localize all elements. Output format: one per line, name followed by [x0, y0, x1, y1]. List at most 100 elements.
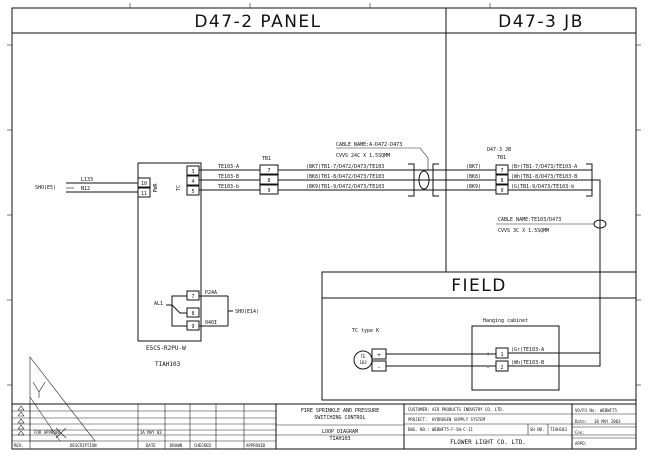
- hanging-cabinet: [471, 325, 560, 391]
- al-wire-040i: 040I: [205, 320, 217, 326]
- customer-label: CUSTOMER:: [408, 407, 430, 412]
- te-pin-minus-label: -: [377, 364, 381, 371]
- edge-ruler-ticks: [7, 3, 641, 386]
- sheet-no-label: SH NO.: [530, 427, 544, 432]
- tb1-terminal-9-label: 9: [267, 188, 270, 194]
- jb-terminal-9-label: 9: [500, 188, 503, 194]
- input-wire-n: N12: [81, 186, 90, 192]
- tc-type-label: TC type K: [352, 328, 379, 334]
- tb1-wire-7-label: (BK7)TB1-7/D472/D473/TE103: [306, 164, 384, 170]
- rev-triangle-icon: [17, 411, 25, 417]
- drawn-col-label: DRAWN: [170, 443, 183, 448]
- tb1-label: TB1: [262, 156, 271, 162]
- cable-2-spec: CVVS 3C X 1.5SQMM: [498, 228, 549, 234]
- te-pin-plus-label: +: [377, 352, 381, 359]
- tb1-terminal-8-label: 8: [267, 178, 270, 184]
- sheet-date: 18 MAY 2003: [594, 419, 621, 424]
- customer-name: AIR PRODUCTS INDUSTRY CO. LTD.: [432, 407, 504, 412]
- al-relay-contact-top: [166, 295, 187, 306]
- tb1-terminal-7-label: 7: [267, 168, 270, 174]
- rev-triangle-icon: [17, 405, 25, 411]
- dwg-number: WEBWF75-F-SH-C-11: [432, 427, 474, 432]
- module-name: E5CS-R2PU-W: [146, 345, 186, 352]
- cabinet-sign-minus: -: [486, 364, 490, 371]
- rev-triangle-icon: [17, 418, 25, 424]
- loop-tag: TIAH103: [329, 436, 350, 442]
- sheet-border: [11, 7, 637, 450]
- cable-1-leader: [336, 147, 429, 171]
- module-terminal-10: [137, 177, 151, 188]
- module-terminal-10-label: 10: [141, 181, 147, 187]
- rev-triangle-icon: [17, 430, 25, 436]
- jb-terminal-7-label: 7: [500, 168, 503, 174]
- al-destination: SHO(E14): [235, 309, 259, 315]
- jb-left-wire-8: (BK8): [466, 174, 481, 180]
- jb-right-wire-9: (G)TB1-9/D473/TE103-b: [511, 184, 574, 190]
- revision-triangles: [17, 405, 25, 436]
- jb-tb-label: TB1: [497, 155, 506, 161]
- field-header: FIELD: [451, 276, 507, 296]
- al-terminal-7-label: 7: [191, 294, 194, 300]
- al-relay-contact-bottom: [171, 305, 187, 327]
- panel-cable-bracket: [408, 163, 415, 197]
- checked-col-label: CHECKED: [194, 443, 211, 448]
- jb-terminal-8-label: 8: [500, 178, 503, 184]
- jb-to-field-cable: [592, 179, 601, 352]
- module-tag: TIAH103: [155, 361, 181, 368]
- module-terminal-11: [137, 187, 151, 198]
- input-wire-l: L133: [81, 177, 93, 183]
- cabinet-sign-plus: +: [486, 351, 490, 358]
- project-label: PROJECT:: [408, 417, 427, 422]
- module-output-b2: TE103-b: [218, 184, 239, 190]
- al-terminal-8-label: 8: [191, 311, 194, 317]
- al-wire-p24a: P24A: [205, 290, 217, 296]
- module-terminal-11-label: 11: [141, 191, 147, 197]
- te-label: TE: [361, 354, 366, 359]
- con-label: Con:: [575, 430, 585, 435]
- tb1-wire-8-label: (BK8)TB1-8/D472/D473/TE103: [306, 174, 384, 180]
- cable-2-name: CABLE NAME:TE103/D473: [498, 217, 561, 223]
- description-col-label: DESCRIPTION: [70, 443, 97, 448]
- al-label: AL1: [154, 301, 163, 307]
- appd-label: APPD:: [575, 441, 587, 446]
- for-approval-text: FOR APPROVE: [34, 430, 61, 435]
- cable-1-spec: CVVS 24C X 1.5SQMM: [336, 153, 390, 159]
- rev-triangle-icon: [17, 424, 25, 430]
- panel-header: D47-2 PANEL: [194, 12, 321, 32]
- tc-label: TC: [176, 185, 182, 191]
- title-block: [12, 356, 636, 449]
- company-name: FLOWER LIGHT CO. LTD.: [450, 439, 526, 446]
- dwg-label: DWG. NO.:: [408, 427, 430, 432]
- cabinet-terminal-1-label: 1: [500, 352, 503, 358]
- pwr-label: PWR: [153, 182, 159, 192]
- revision-date: 1A MAY 03: [140, 430, 162, 435]
- jb-right-wire-8: (Wh)TB1-8/D473/TE103-B: [511, 174, 577, 180]
- cable-1-name: CABLE NAME:A-D472-D473: [336, 142, 402, 148]
- module-output-b: TE103-B: [218, 174, 239, 180]
- rev-col-label: REV.: [14, 443, 24, 448]
- jb-header: D47-3 JB: [498, 12, 584, 32]
- project-name: HYDROGEN SUPPLY SYSTEM: [432, 417, 486, 422]
- system-title-line-2: SWITCHING CONTROL: [314, 415, 365, 421]
- cabinet-terminal-2-label: 2: [500, 365, 503, 371]
- module-terminal-4-label: 4: [191, 179, 194, 185]
- module-terminal-5-label: 5: [191, 189, 194, 195]
- sheet-no: TIAH103: [550, 427, 567, 432]
- cable-1-marker: [418, 170, 430, 190]
- vo-label: VO/PJ No:: [575, 408, 597, 413]
- module-output-a: TE103-A: [218, 164, 239, 170]
- cabinet-title: Hanging cabinet: [483, 318, 528, 324]
- thermocouple-te103: [353, 350, 373, 370]
- date-col-label: DATE: [146, 443, 156, 448]
- jb-right-wire-7: (Br)TB1-7/D473/TE103-A: [511, 164, 577, 170]
- tb1-wire-9-label: (BK9)TB1-9/D472/D473/TE103: [306, 184, 384, 190]
- loop-diagram-title: LOOP DIAGRAM: [322, 429, 358, 435]
- module-terminal-3-label: 3: [191, 169, 194, 175]
- approved-col-label: APPROVED: [246, 443, 266, 448]
- temperature-controller-module: [137, 162, 202, 342]
- input-source-label: SHO(E5): [35, 185, 56, 191]
- jb-title: D47-3 JB: [487, 147, 511, 153]
- jb-left-wire-7: (BK7): [466, 164, 481, 170]
- cabinet-wire-1-label: (Gr)TE103-A: [511, 347, 544, 353]
